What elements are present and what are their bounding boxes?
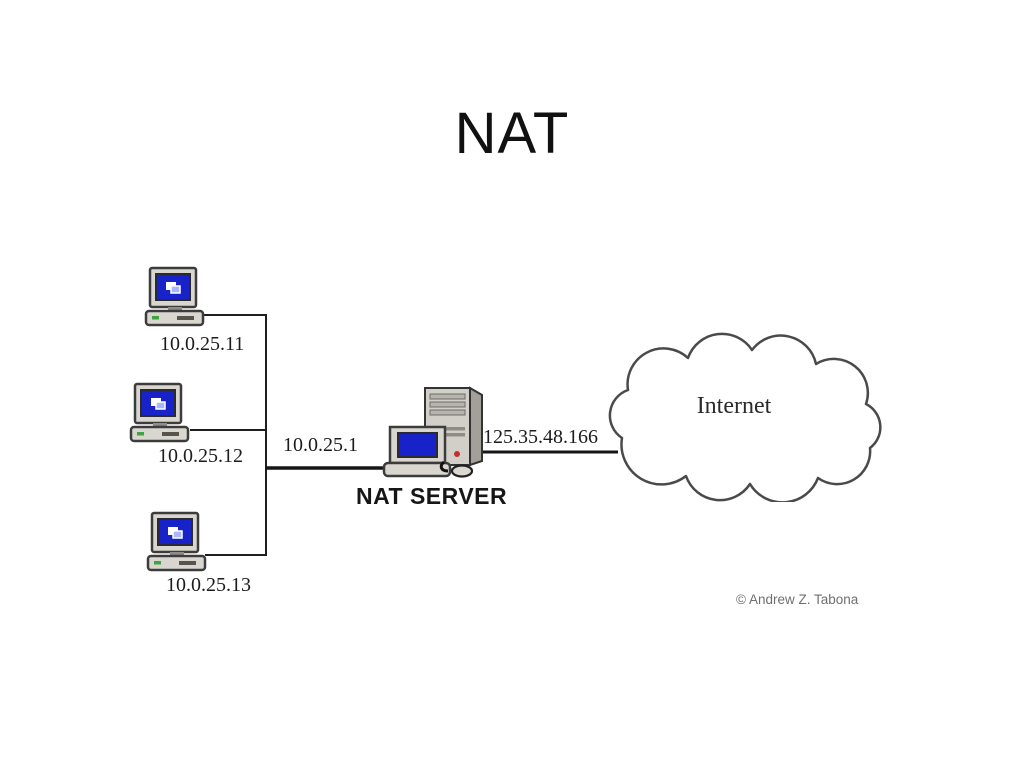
client-pc-1-computer-icon	[143, 266, 207, 330]
nat-internal-ip-label: 10.0.25.1	[283, 434, 358, 456]
client-pc-2-computer-icon	[128, 382, 192, 446]
copyright-text: © Andrew Z. Tabona	[736, 592, 859, 607]
nat-server-label: NAT SERVER	[356, 483, 508, 509]
client-pc-2-ip-label: 10.0.25.12	[158, 445, 243, 467]
slide-title: NAT	[454, 101, 570, 166]
nat-external-ip-label: 125.35.48.166	[483, 426, 598, 448]
internet-cloud-icon	[608, 332, 882, 502]
nat-server-icon	[382, 386, 483, 478]
client-pc-3-ip-label: 10.0.25.13	[166, 574, 251, 596]
client-pc-3-computer-icon	[145, 511, 209, 575]
client-pc-1-ip-label: 10.0.25.11	[160, 333, 245, 355]
internet-label: Internet	[696, 393, 772, 419]
